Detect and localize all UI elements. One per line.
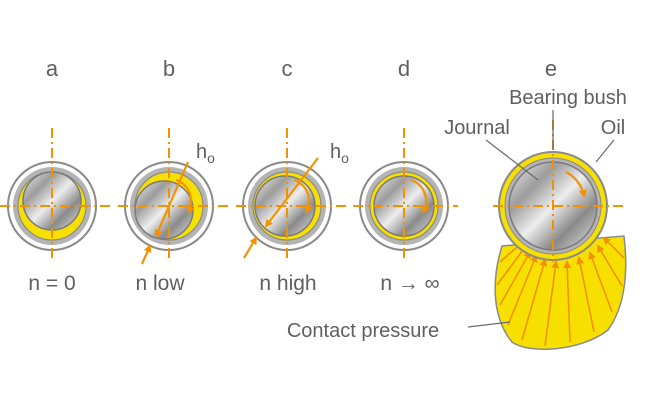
rotation-arrow-e [565, 171, 587, 198]
contact-pressure-label: Contact pressure [287, 320, 439, 342]
journal-label: Journal [444, 117, 510, 139]
pressure-arrows-e [496, 236, 625, 347]
rotation-arrow-c [293, 178, 313, 214]
panel-a-letter: a [46, 56, 59, 81]
panel-c-letter: c [282, 56, 293, 81]
bearing-d [353, 128, 458, 262]
bearing-b: ho [118, 128, 228, 265]
speed-label-b: n low [135, 272, 185, 295]
bearing-c: ho [236, 128, 349, 262]
journal-leader [485, 139, 539, 181]
gap-label-c: ho [330, 141, 349, 166]
rotation-arrow-d [410, 178, 430, 214]
bearing-e [467, 110, 627, 350]
journal-b [134, 180, 194, 240]
oil-label: Oil [601, 117, 625, 139]
speed-label-d: n → ∞ [380, 272, 439, 295]
speed-label-c: n high [259, 272, 316, 295]
journal-a [22, 171, 82, 231]
panel-d-letter: d [398, 56, 410, 81]
load-arrow-c [264, 157, 319, 228]
pressure-leader [467, 321, 511, 328]
bearing-a [0, 128, 110, 262]
oil-leader [595, 139, 615, 163]
load-arrow-b [154, 161, 190, 238]
panel-b-letter: b [163, 56, 175, 81]
pressure-arrow-c [243, 236, 258, 259]
panel-e-letter: e [545, 56, 557, 81]
pressure-arrow-b [140, 244, 152, 265]
speed-label-a: n = 0 [28, 272, 75, 295]
gap-label-b: ho [196, 141, 215, 166]
bearing-bush-label: Bearing bush [509, 87, 627, 109]
